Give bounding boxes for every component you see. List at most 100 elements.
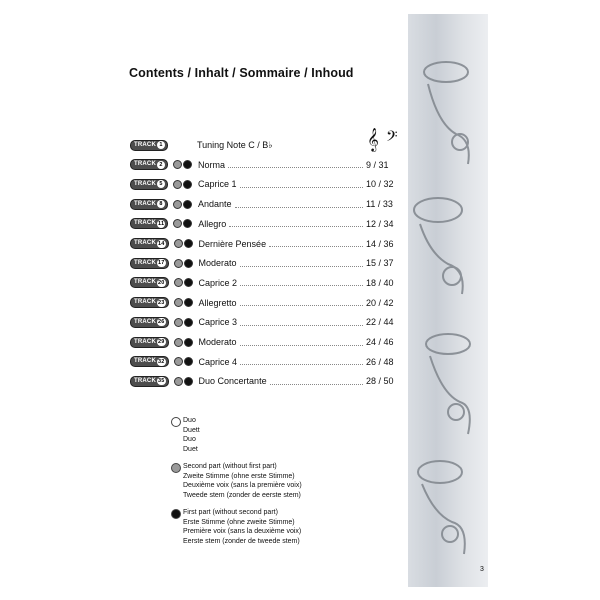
track-number: 35 xyxy=(157,377,166,386)
track-number: 17 xyxy=(157,259,166,268)
piece-title: Norma xyxy=(198,159,226,170)
legend-line: Première voix (sans la deuxième voix) xyxy=(183,528,302,535)
page-numbers: 24 / 46 xyxy=(366,337,394,347)
track-number: 8 xyxy=(157,200,165,209)
track-number: 26 xyxy=(157,318,166,327)
page-numbers: 14 / 36 xyxy=(366,238,394,249)
track-number: 2 xyxy=(157,160,165,169)
piece-title: Allegro xyxy=(198,218,227,229)
track-label: TRACK xyxy=(134,358,156,365)
second-part-dot-icon xyxy=(173,199,182,209)
page-numbers: 9 / 31 xyxy=(366,159,389,170)
legend-line: Duett xyxy=(183,426,200,434)
track-label: TRACK xyxy=(134,338,156,345)
track-label: TRACK xyxy=(134,259,156,266)
dot-leader xyxy=(240,358,363,366)
piece-title: Caprice 4 xyxy=(198,356,238,367)
piece-title: Moderato xyxy=(198,337,237,347)
piece-title: Caprice 2 xyxy=(198,277,238,288)
legend-group: First part (without second part)Erste St… xyxy=(171,508,301,546)
first-part-dot-icon xyxy=(183,376,193,386)
first-part-dot-icon xyxy=(183,357,193,367)
page-numbers: 26 / 48 xyxy=(366,356,394,367)
dot-leader xyxy=(229,220,363,228)
duo-circle-icon xyxy=(171,417,181,427)
dot-leader xyxy=(269,240,363,247)
page-number: 3 xyxy=(480,566,484,573)
dot-leader xyxy=(240,319,363,326)
legend-line: Deuxième voix (sans la première voix) xyxy=(183,482,302,489)
second-part-dot-icon xyxy=(171,463,181,473)
first-part-dot-icon xyxy=(183,239,193,248)
first-part-dot-icon xyxy=(183,199,192,209)
second-part-dot-icon xyxy=(173,337,183,347)
track-number: 20 xyxy=(157,278,166,287)
track-label: TRACK xyxy=(134,200,156,207)
tuba-illustration-strip xyxy=(408,14,488,587)
dot-leader xyxy=(239,339,363,346)
track-label: TRACK xyxy=(134,240,156,246)
legend-line: Second part (without first part) xyxy=(183,463,277,470)
track-number: 5 xyxy=(157,180,165,189)
track-number: 11 xyxy=(157,219,166,228)
first-part-dot-icon xyxy=(183,179,192,189)
track-label: TRACK xyxy=(134,299,156,306)
legend-line: Duo xyxy=(183,417,196,424)
first-part-dot-icon xyxy=(183,278,193,288)
page-numbers: 22 / 44 xyxy=(366,317,394,328)
dot-leader xyxy=(228,161,363,169)
track-label: TRACK xyxy=(134,141,156,148)
page-numbers: 20 / 42 xyxy=(366,297,394,308)
track-label: TRACK xyxy=(134,161,156,168)
dot-leader xyxy=(234,201,363,208)
track-label: TRACK xyxy=(134,180,156,187)
track-label: TRACK xyxy=(134,377,156,384)
track-label: TRACK xyxy=(134,279,156,286)
track-label: TRACK xyxy=(134,318,156,325)
track-number: 32 xyxy=(157,357,166,366)
first-part-dot-icon xyxy=(183,219,193,229)
second-part-dot-icon xyxy=(173,376,183,386)
page-numbers: 18 / 40 xyxy=(366,277,394,288)
piece-title: Dernière Pensée xyxy=(198,238,267,249)
dot-leader xyxy=(269,378,363,385)
track-number: 29 xyxy=(157,338,166,346)
legend-line: Tweede stem (zonder de eerste stem) xyxy=(183,491,301,499)
piece-title: Moderato xyxy=(198,258,237,269)
dot-leader xyxy=(239,260,363,267)
piece-title: Allegretto xyxy=(198,297,237,308)
contents-title: Contents / Inhalt / Sommaire / Inhoud xyxy=(129,66,354,80)
legend-line: Zweite Stimme (ohne erste Stimme) xyxy=(183,472,295,480)
first-part-dot-icon xyxy=(183,317,193,327)
dot-leader xyxy=(239,299,363,307)
track-label: TRACK xyxy=(134,220,156,227)
legend-line: Erste Stimme (ohne zweite Stimme) xyxy=(183,518,295,526)
track-number: 23 xyxy=(157,298,166,307)
first-part-dot-icon xyxy=(183,258,193,268)
piece-title: Caprice 1 xyxy=(198,179,237,190)
treble-clef-icon: 𝄞 xyxy=(367,127,379,151)
piece-title: Andante xyxy=(198,199,232,210)
dot-leader xyxy=(239,181,363,188)
second-part-dot-icon xyxy=(173,278,183,288)
